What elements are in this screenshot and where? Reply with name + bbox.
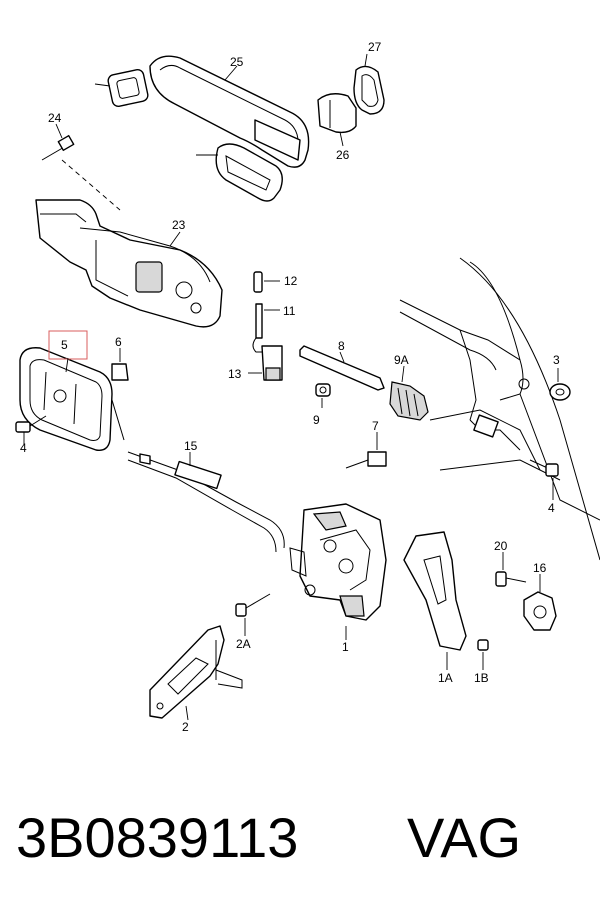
part-gasket-27 <box>215 143 283 202</box>
callout-2: 2 <box>182 720 189 734</box>
footer: 3B0839113 VAG <box>0 805 600 885</box>
part-switch-8 <box>345 451 387 469</box>
part-rod-10-11-12 <box>252 271 283 381</box>
callout-13: 15 <box>184 439 198 453</box>
part-gasket-25 <box>353 65 385 115</box>
callout-21: 24 <box>48 111 62 125</box>
exploded-parts-diagram: 27 25 24 26 23 12 11 5 6 8 9A 3 13 9 7 1… <box>15 40 600 734</box>
part-screw-21 <box>41 134 75 161</box>
part-inner-handle-5 <box>19 347 125 451</box>
door-frame-outline <box>399 257 600 561</box>
part-clip-9A <box>315 383 331 397</box>
part-carrier-20 <box>35 199 223 328</box>
part-bolt-2A <box>235 593 271 617</box>
part-door-lock-1 <box>289 503 387 621</box>
part-number: 3B0839113 <box>16 806 299 869</box>
callout-24: 26 <box>336 148 350 162</box>
callout-20: 23 <box>172 218 186 232</box>
part-screw-6 <box>15 415 47 433</box>
part-exterior-handle <box>149 55 310 168</box>
part-clip-7 <box>111 363 129 381</box>
callout-1: 1 <box>342 640 349 654</box>
callout-23: 25 <box>230 55 244 69</box>
part-bracket-2 <box>149 625 243 719</box>
callout-25: 27 <box>368 40 382 54</box>
part-bolt-16 <box>495 571 527 587</box>
part-cover-1A <box>403 531 467 651</box>
part-striker-15 <box>523 591 557 631</box>
callout-9A: 9 <box>313 413 320 427</box>
part-rod-9 <box>299 345 385 391</box>
callout-6: 4 <box>20 441 27 455</box>
callout-15: 16 <box>533 561 547 575</box>
part-nut-3 <box>549 383 571 401</box>
callout-16: 20 <box>494 539 508 553</box>
callout-5: 5 <box>61 338 68 352</box>
callout-4: 4 <box>548 501 555 515</box>
callout-3: 3 <box>553 353 560 367</box>
callout-9B: 9A <box>394 353 409 367</box>
part-grommet-9B <box>389 381 429 421</box>
part-bolt-4 <box>529 459 559 477</box>
callout-1B: 1B <box>474 671 489 685</box>
part-screw-1B <box>477 639 489 651</box>
callout-1A: 1A <box>438 671 453 685</box>
callout-12: 13 <box>228 367 242 381</box>
callout-8: 7 <box>372 419 379 433</box>
part-cap-24 <box>317 93 357 134</box>
part-cable-13 <box>127 451 285 553</box>
brand-name: VAG <box>407 806 522 869</box>
callout-11: 12 <box>284 274 298 288</box>
callout-9: 8 <box>338 339 345 353</box>
part-gasket-26 <box>107 69 149 107</box>
callout-7: 6 <box>115 335 122 349</box>
callout-10: 11 <box>283 304 296 318</box>
callout-2A: 2A <box>236 637 251 651</box>
